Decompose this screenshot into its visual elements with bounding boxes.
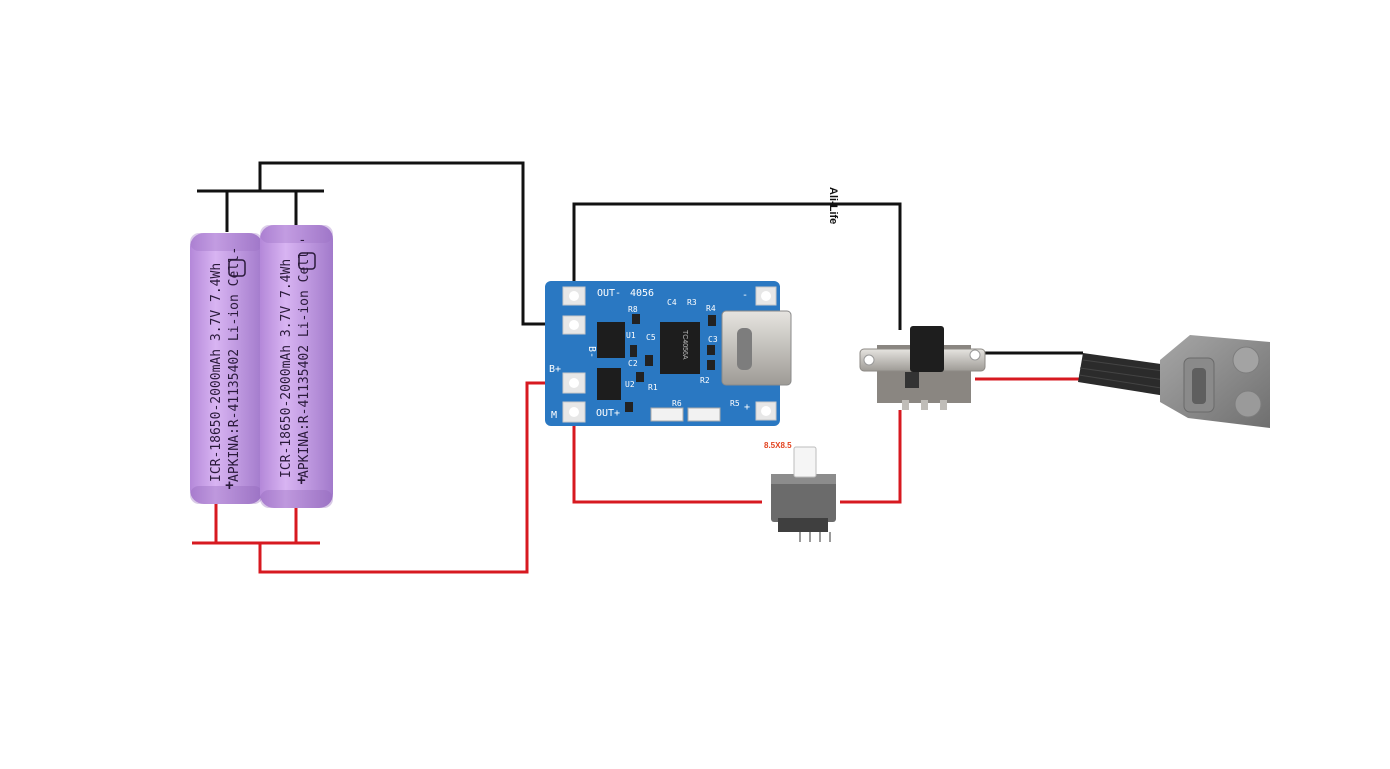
slide-switch-knob	[910, 326, 944, 372]
silk-r6: R6	[672, 399, 682, 408]
push-button-to-slide-switch-wire	[840, 410, 902, 504]
usb-c-port	[721, 310, 792, 386]
protection-ic-u1	[597, 322, 625, 358]
battery-negative-to-b-minus-wire	[258, 161, 566, 326]
push-button-size-label: 8.5X8.5	[764, 441, 792, 450]
silk-c4: C4	[667, 298, 677, 307]
out-minus-to-slide-switch-wire	[572, 202, 902, 330]
silk-c5: C5	[646, 333, 656, 342]
out-plus-to-push-button-wire	[572, 420, 762, 504]
motor-cable-connector	[1078, 335, 1270, 428]
charger-ic	[660, 322, 700, 374]
silk-r3: R3	[687, 298, 697, 307]
silk-r4: R4	[706, 304, 716, 313]
battery-cell-2: ICR-18650-2000mAh 3.7V 7.4Wh APKINA:R-41…	[260, 225, 333, 508]
silk-r5: R5	[730, 399, 740, 408]
battery-2-label-line2: APKINA:R-41135402 Li-ion Cell	[297, 251, 312, 478]
silk-u1: U1	[626, 331, 636, 340]
battery-cell-1: ICR-18650-2000mAh 3.7V 7.4Wh APKINA:R-41…	[190, 233, 263, 504]
black-wires	[197, 161, 1083, 355]
push-button-cap	[793, 446, 817, 478]
silk-model: 4056	[630, 288, 654, 299]
red-wires	[192, 377, 1080, 574]
battery-1-label-line1: ICR-18650-2000mAh 3.7V 7.4Wh	[209, 263, 224, 482]
silk-b-minus: B-	[586, 346, 597, 358]
battery-2-minus-sign: -	[300, 231, 305, 247]
silk-r1: R1	[648, 383, 658, 392]
push-button: 8.5X8.5	[764, 441, 836, 542]
battery-2-cert-icon	[298, 252, 316, 270]
led-blue	[687, 407, 721, 422]
silk-r8: R8	[628, 305, 638, 314]
battery-1-label-line2: APKINA:R-41135402 Li-ion Cell	[227, 255, 242, 482]
slide-switch	[859, 326, 986, 410]
battery-2-plus-sign: +	[297, 472, 306, 489]
battery-1-plus-sign: +	[225, 477, 234, 494]
push-button-body	[771, 474, 836, 522]
charger-ic-text: TC4056A	[681, 330, 688, 360]
battery-1-cert-icon	[228, 259, 246, 277]
silk-out-plus: OUT+	[596, 408, 620, 419]
silk-minus-right: -	[742, 290, 748, 301]
battery-2-label-line1: ICR-18650-2000mAh 3.7V 7.4Wh	[279, 259, 294, 478]
silk-c2: C2	[628, 359, 638, 368]
battery-1-minus-sign: -	[225, 248, 241, 253]
led-red	[650, 407, 684, 422]
silk-b-plus: B+	[549, 364, 561, 375]
silk-m: M	[551, 410, 557, 421]
charger-board: TC4056A 4056 OUT- B- B+ OUT+ M - + C4 R3	[545, 281, 792, 426]
silk-plus-right: +	[744, 402, 750, 413]
battery-positive-to-b-plus-wire	[258, 381, 566, 574]
silk-r2: R2	[700, 376, 710, 385]
silk-u2: U2	[625, 380, 635, 389]
ali-life-annotation: Ali-Life	[827, 187, 839, 224]
mosfet-ic-u2	[597, 368, 621, 400]
silk-out-minus: OUT-	[597, 288, 621, 299]
silk-c3: C3	[708, 335, 718, 344]
